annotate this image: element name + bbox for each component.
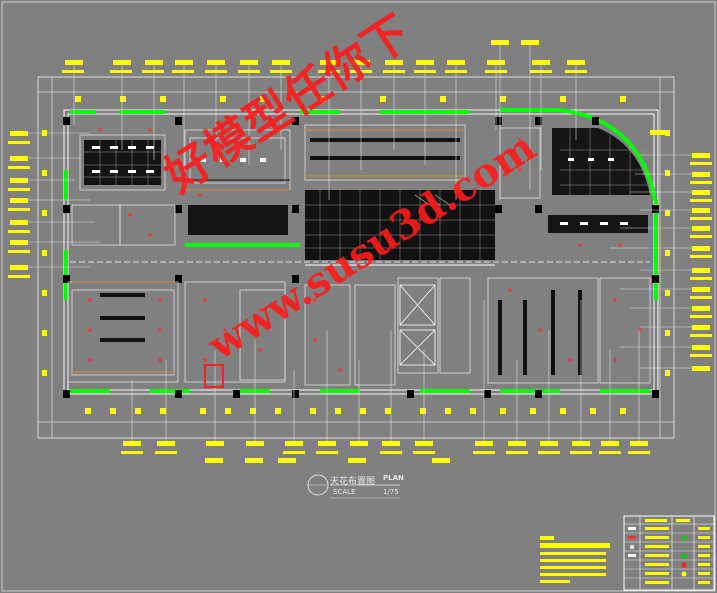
title-symbol: [307, 474, 400, 499]
stair-hatch: [70, 194, 650, 266]
right-annotation-tags: [610, 130, 712, 371]
legend-table: [623, 515, 715, 591]
plan-label: PLAN: [383, 474, 404, 482]
left-annotation-tags: [8, 131, 100, 278]
watermark-logo-icon: [204, 364, 224, 388]
light-fixtures: [92, 146, 628, 225]
bottom-annotation-tags: [121, 300, 650, 463]
grid-axis-marks: [42, 96, 670, 414]
notes-block: [540, 536, 610, 583]
drawing-title: 天花布置图: [330, 477, 376, 487]
dark-ceiling-panels: [84, 128, 650, 260]
linear-fixtures: [100, 138, 582, 375]
brown-strips: [72, 129, 465, 373]
elevator-shafts: [399, 284, 436, 366]
downlights: [88, 128, 642, 372]
scale-label: SCALE: [333, 488, 356, 496]
scale-value: 1/75: [383, 488, 399, 496]
top-annotation-tags: [62, 40, 587, 200]
dimension-outline: [37, 76, 675, 439]
